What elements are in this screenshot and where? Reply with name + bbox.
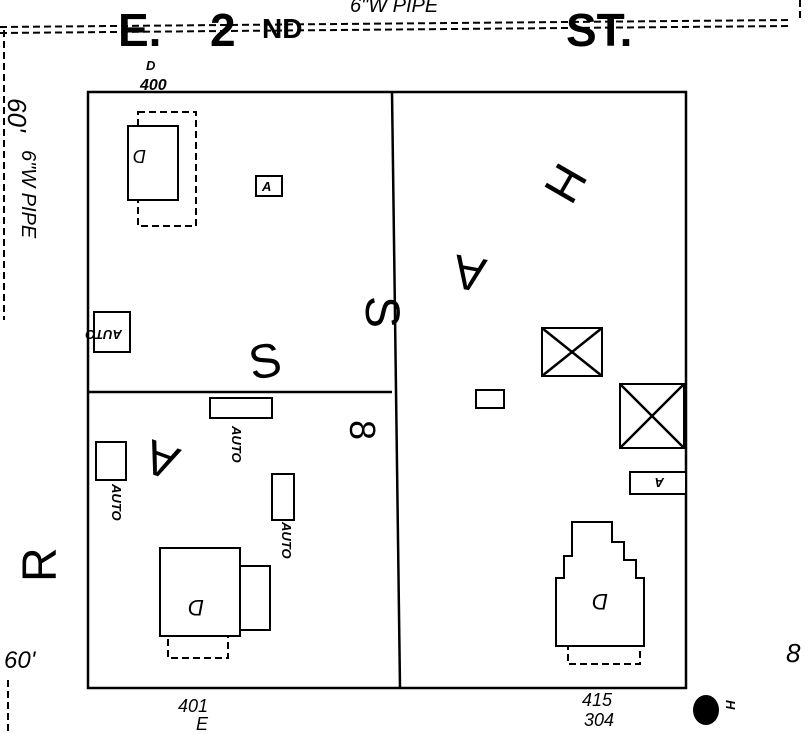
porch-bottom-right [567, 645, 641, 665]
street-name-2: 2 [210, 4, 236, 56]
auto-shed-bottom [95, 441, 127, 481]
shed-narrow [271, 473, 295, 521]
width-top: 60' [2, 98, 32, 133]
auto-label: AUTO [85, 327, 123, 342]
dwelling-bottom-left [159, 547, 241, 637]
shed-a-top-left: A [261, 179, 271, 194]
dwelling-label-bottom-right: D [592, 589, 608, 614]
porch-bottom-left [167, 635, 229, 659]
fire-hydrant-icon [693, 695, 719, 725]
pipe-label-top: 6"W PIPE [350, 0, 439, 17]
pipe-label-left: 6"W PIPE [17, 150, 39, 239]
auto-label-2: AUTO [229, 425, 244, 463]
shed-top-left [255, 175, 283, 197]
street-name-nd: ND [262, 13, 302, 44]
block-number-8: 8 [342, 420, 383, 440]
auto-label-4: AUTO [279, 521, 294, 559]
width-bottom: 60' [4, 647, 37, 674]
hydrant-label: H [723, 700, 738, 710]
auto-shed-right [629, 471, 687, 495]
letter-a-bottom: A [138, 429, 186, 490]
address-400: 400 [139, 77, 167, 94]
street-name-e: E. [118, 4, 161, 56]
shed-cross [541, 327, 603, 377]
street-name-st: ST. [566, 4, 632, 56]
shed-bottom-left [209, 397, 273, 419]
dwelling-label: D [133, 146, 146, 166]
width-right: 8 [786, 638, 801, 668]
address-415: 415 [582, 690, 613, 710]
address-401: 401 [178, 696, 208, 716]
auto-label-3: AUTO [109, 483, 124, 521]
letter-h: H [533, 155, 596, 212]
address-304: 304 [584, 710, 614, 730]
shed-cross [619, 383, 685, 449]
dwelling-bottom-right [555, 521, 645, 647]
dwelling-label-bottom-left: D [188, 595, 204, 620]
block-letter-s: S [355, 296, 408, 328]
auto-shed [93, 311, 131, 353]
address-letter-d: D [146, 58, 156, 73]
shed-a-right: A [655, 475, 665, 490]
dwelling-wing [239, 565, 271, 631]
dwelling-top-left [127, 125, 179, 201]
block-outline [86, 90, 688, 690]
letter-a: A [449, 244, 490, 302]
block-letter-s-2: S [245, 333, 286, 391]
letter-r: R [14, 547, 67, 582]
lot-line-vertical [390, 91, 402, 689]
address-letter-e: E [196, 714, 209, 734]
small-shed [475, 389, 505, 409]
